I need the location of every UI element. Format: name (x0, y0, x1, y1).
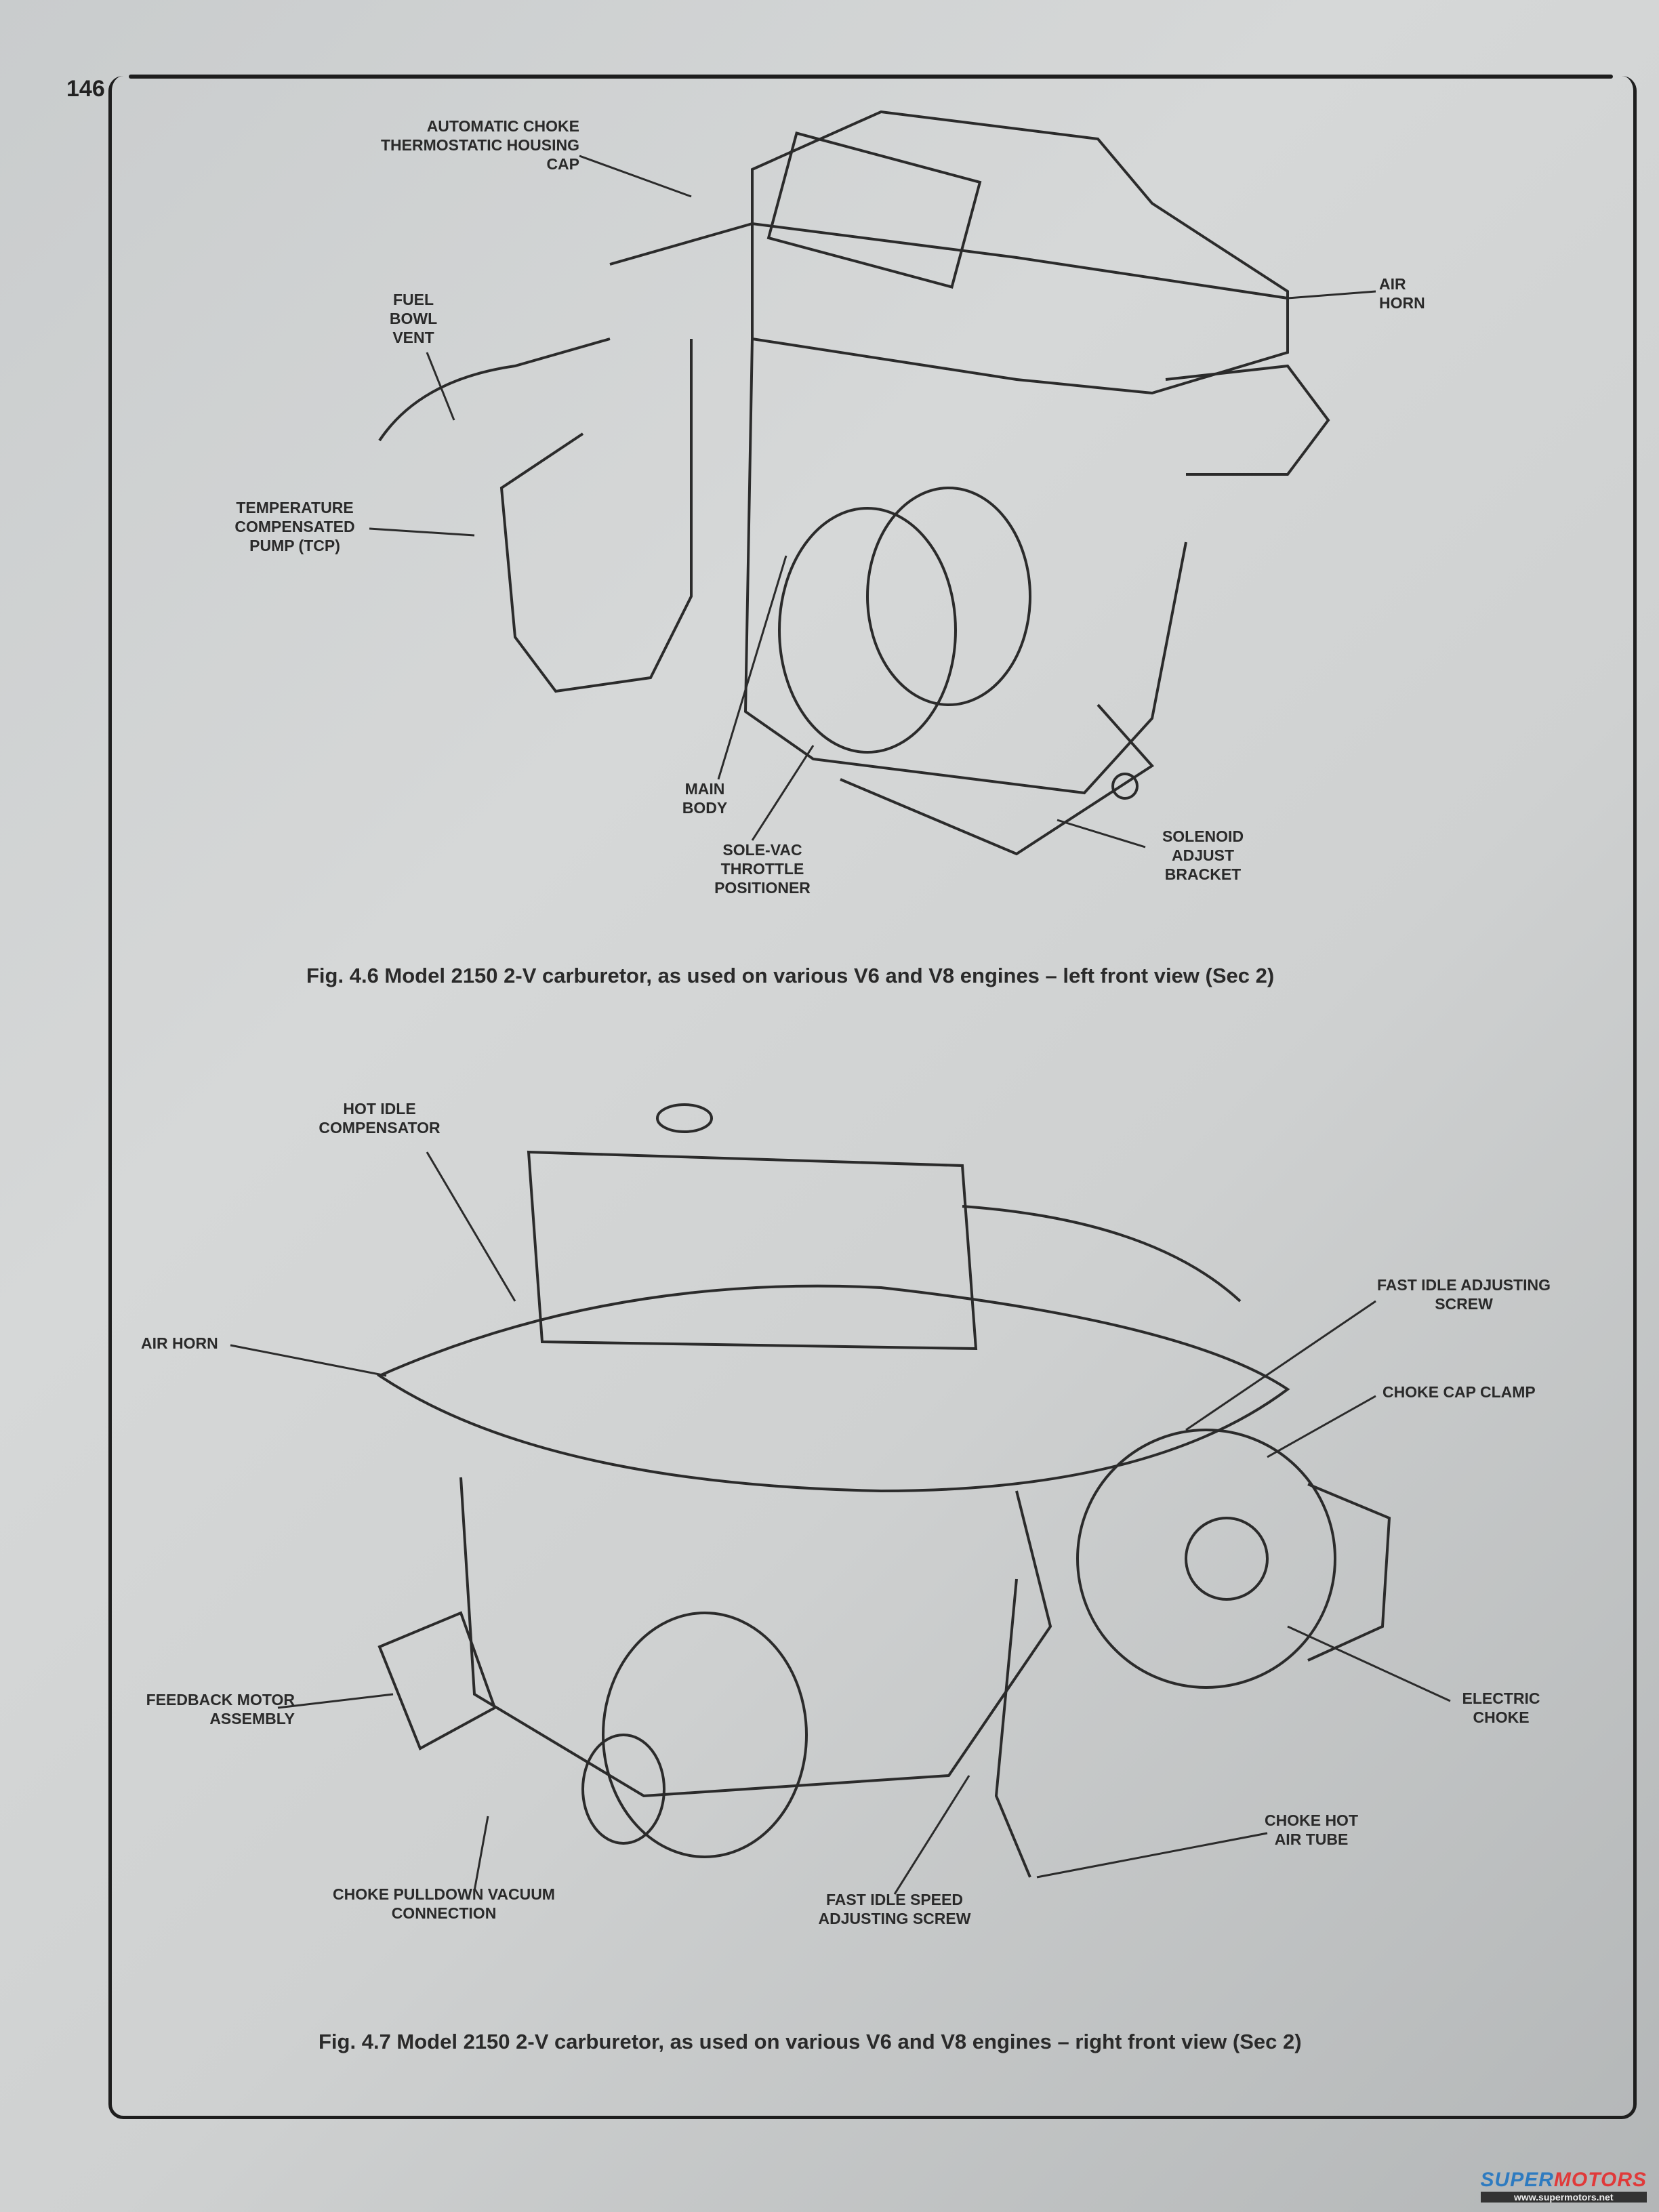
supermotors-watermark: SUPERMOTORS www.supermotors.net (1480, 2169, 1647, 2203)
label-hot-idle: Hot idle compensator (319, 1100, 441, 1136)
label-fast-idle-screw: Fast idle adjusting screw (1377, 1276, 1551, 1313)
figure-4-7-leaders (230, 1151, 1451, 1895)
watermark-brand-a: SUPER (1480, 2169, 1554, 2191)
label-solenoid-bracket: Solenoid adjust bracket (1162, 827, 1244, 883)
label-choke-pulldown: Choke pulldown vacuum connection (333, 1885, 555, 1922)
label-choke-cap-clamp: Choke cap clamp (1382, 1383, 1536, 1401)
label-choke-hot-air: Choke hot air tube (1265, 1811, 1358, 1848)
figure-4-7-caption: Fig. 4.7 Model 2150 2-V carburetor, as u… (319, 2030, 1302, 2053)
label-air-horn-2: Air horn (141, 1334, 218, 1352)
label-air-horn-1: Air horn (1379, 275, 1425, 312)
figure-4-7-drawing (376, 1103, 1391, 1878)
label-electric-choke: Electric choke (1462, 1689, 1540, 1726)
watermark-url: www.supermotors.net (1480, 2192, 1647, 2203)
frame-top-rule (129, 75, 1613, 79)
page-frame (108, 76, 1637, 2119)
page-number: 146 (66, 76, 105, 102)
figure-4-6-caption: Fig. 4.6 Model 2150 2-V carburetor, as u… (306, 964, 1275, 987)
watermark-brand-b: MOTORS (1553, 2169, 1647, 2191)
label-choke-cap: Automatic choke thermostatic housing cap (380, 117, 579, 173)
label-fast-idle-speed: Fast idle speed adjusting screw (818, 1891, 971, 1927)
label-fuel-bowl-vent: Fuel bowl vent (389, 291, 438, 346)
label-feedback-motor: Feedback motor assembly (146, 1691, 295, 1727)
label-main-body: Main body (682, 780, 728, 817)
figure-4-6-drawing (378, 110, 1330, 856)
label-sole-vac: Sole-vac throttle positioner (714, 841, 811, 897)
label-tcp: Temperature compensated pump (TCP) (234, 499, 355, 554)
figure-4-6-leaders (369, 155, 1376, 848)
